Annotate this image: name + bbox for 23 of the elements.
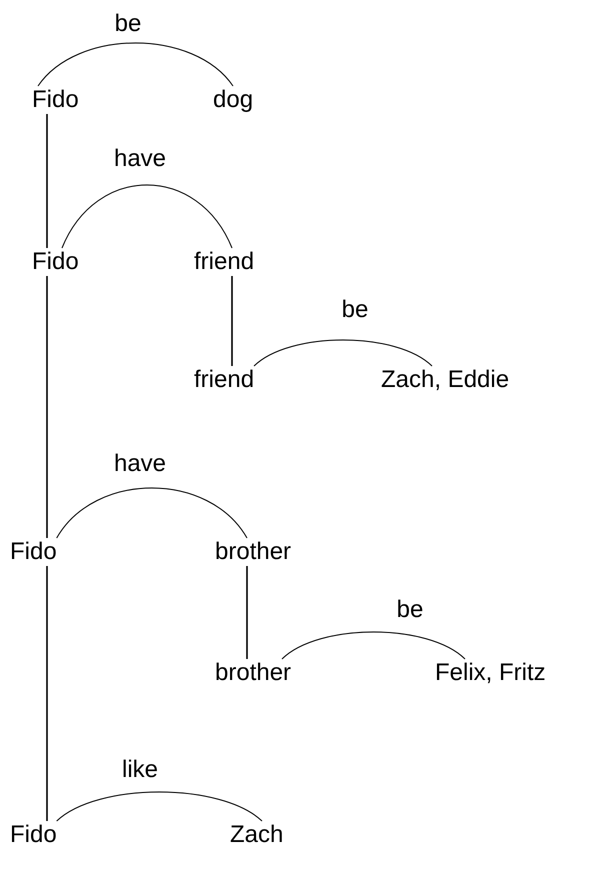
- word-label: Zach, Eddie: [381, 366, 510, 394]
- connector-line: [231, 276, 233, 366]
- connector-line: [46, 114, 48, 248]
- word-label: brother: [215, 538, 292, 566]
- arc-connector: [62, 184, 232, 248]
- word-label: friend: [194, 366, 254, 394]
- word-label: Fido: [10, 538, 57, 566]
- arc-connector: [56, 792, 262, 822]
- connector-line: [46, 566, 48, 821]
- arc-connector: [254, 340, 432, 366]
- arc-connector: [38, 42, 234, 86]
- arc-connector: [282, 632, 466, 660]
- word-label: Zach: [230, 821, 284, 849]
- word-label: brother: [215, 659, 292, 687]
- word-label: dog: [213, 86, 254, 114]
- word-label: Fido: [32, 86, 79, 114]
- arc-connector: [56, 488, 248, 538]
- word-label: Felix, Fritz: [435, 659, 546, 687]
- connector-line: [46, 276, 48, 538]
- connector-line: [246, 566, 248, 659]
- word-label: friend: [194, 248, 254, 276]
- word-label: Fido: [10, 821, 57, 849]
- word-label: Fido: [32, 248, 79, 276]
